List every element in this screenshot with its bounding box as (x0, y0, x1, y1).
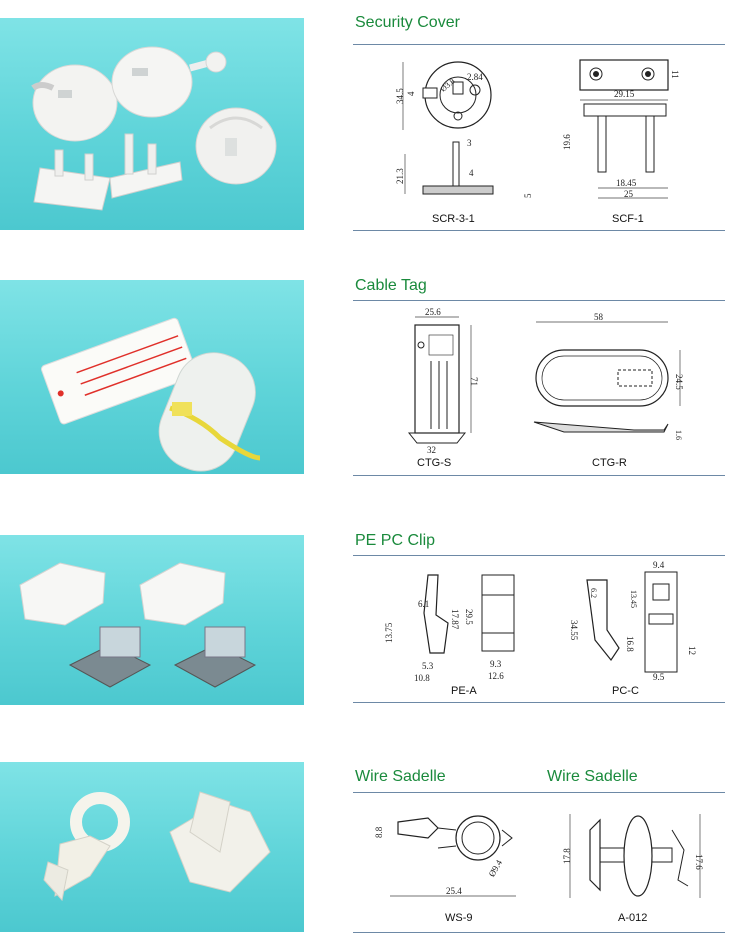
section-title-security-cover: Security Cover (355, 14, 460, 31)
part-code-scf-1: SCF-1 (612, 213, 644, 225)
drawing-scr-3-1: 2.84 4 34.5 Ø3.8 3 21.3 4 5 (395, 61, 533, 198)
part-code-pe-a: PE-A (451, 685, 477, 697)
dim-25-6: 25.6 (425, 307, 441, 317)
dim-dia-9-4: Ø9.4 (487, 858, 505, 879)
dim-25-4: 25.4 (446, 886, 462, 896)
dim-58: 58 (594, 312, 604, 322)
dim-29-5: 29.5 (464, 609, 474, 625)
dim-4-b: 4 (469, 168, 474, 178)
dim-9-4: 9.4 (653, 560, 665, 570)
drawing-ctg-s: 25.6 71 32 (407, 307, 479, 455)
part-code-ws-9: WS-9 (445, 912, 473, 924)
dim-24-5: 24.5 (674, 374, 684, 390)
dim-9-3: 9.3 (490, 659, 502, 669)
photo-cable-tag (0, 280, 304, 474)
dim-12: 12 (687, 646, 697, 655)
dim-3: 3 (467, 138, 472, 148)
photo-pe-pc-clip (0, 535, 304, 705)
dim-21-3: 21.3 (395, 168, 405, 184)
section-rule (353, 44, 725, 45)
section-title-pe-pc-clip: PE PC Clip (355, 532, 436, 549)
part-code-ctg-r: CTG-R (592, 457, 627, 469)
section-rule-bottom (353, 230, 725, 231)
dim-18-45: 18.45 (616, 178, 637, 188)
dim-9-5: 9.5 (653, 672, 665, 682)
dim-13-45: 13.45 (629, 590, 638, 608)
section-rule (353, 300, 725, 301)
dim-25: 25 (624, 189, 634, 199)
dim-32: 32 (427, 445, 436, 455)
dim-17-6: 17.6 (694, 854, 704, 870)
dim-12-6: 12.6 (488, 671, 504, 681)
drawing-pe-a: 6.1 17.87 29.5 13.75 5.3 10.8 9.3 12.6 (384, 574, 515, 683)
part-code-ctg-s: CTG-S (417, 457, 452, 469)
dim-6-2: 6.2 (589, 588, 598, 598)
part-code-pc-c: PC-C (612, 685, 639, 697)
dim-17-87: 17.87 (450, 609, 460, 630)
dim-17-8: 17.8 (562, 848, 572, 864)
drawing-scf-1: 11 29.15 19.6 18.45 25 (562, 59, 680, 199)
dim-29-15: 29.15 (614, 89, 635, 99)
dim-11: 11 (670, 70, 680, 79)
dim-13-75: 13.75 (384, 622, 394, 643)
photo-wire-sadelle (0, 762, 304, 932)
section-title-cable-tag: Cable Tag (355, 277, 427, 294)
section-rule-bottom (353, 932, 725, 933)
drawing-ctg-r: 58 24.5 1.6 (533, 312, 684, 440)
section-rule (353, 792, 725, 793)
section-title-wire-sadelle-right: Wire Sadelle (547, 768, 638, 785)
dim-5: 5 (523, 193, 533, 198)
dim-dia-3-8: Ø3.8 (439, 77, 457, 94)
dim-34-5: 34.5 (395, 88, 405, 104)
dim-1-6: 1.6 (674, 430, 683, 440)
part-code-a-012: A-012 (618, 912, 648, 924)
part-code-scr-3-1: SCR-3-1 (432, 213, 475, 225)
dim-10-8: 10.8 (414, 673, 430, 683)
section-title-wire-sadelle-left: Wire Sadelle (355, 768, 446, 785)
dim-71: 71 (469, 377, 479, 386)
drawing-pc-c: 9.4 6.2 13.45 34.55 16.8 12 9.5 (569, 560, 697, 682)
section-rule (353, 555, 725, 556)
section-rule-bottom (353, 475, 725, 476)
dim-16-8: 16.8 (625, 636, 635, 652)
dim-6-1: 6.1 (418, 599, 429, 609)
dim-34-55: 34.55 (569, 620, 579, 641)
dim-4-a: 4 (406, 91, 416, 96)
dim-19-6: 19.6 (562, 134, 572, 150)
drawing-a-012: 17.8 17.6 (562, 814, 704, 898)
dim-8-8: 8.8 (374, 826, 384, 838)
section-rule-bottom (353, 702, 725, 703)
drawing-ws-9: 8.8 Ø9.4 25.4 (374, 815, 516, 897)
photo-security-cover (0, 18, 304, 230)
dim-2-84: 2.84 (467, 72, 483, 82)
dim-5-3: 5.3 (422, 661, 434, 671)
